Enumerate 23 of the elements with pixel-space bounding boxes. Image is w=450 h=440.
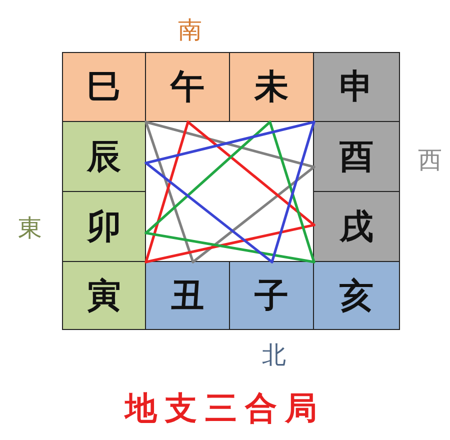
grid-cell: 酉: [313, 121, 400, 192]
grid-cell: 戌: [313, 191, 400, 262]
grid-cell: 丑: [145, 261, 230, 330]
direction-label: 南: [178, 18, 202, 42]
grid-cell: 亥: [313, 261, 400, 330]
direction-label: 北: [262, 343, 286, 367]
connector-line: [144, 232, 316, 264]
grid-cell: 卯: [62, 191, 146, 262]
grid-cell: 未: [229, 52, 314, 122]
connector-line: [144, 162, 274, 264]
connector-line: [192, 166, 316, 264]
connector-line: [186, 120, 316, 226]
grid-cell: 寅: [62, 261, 146, 330]
direction-label: 西: [418, 148, 442, 172]
grid-cell: 辰: [62, 121, 146, 192]
connector-line: [144, 224, 316, 264]
caption: 地支三合局: [125, 389, 325, 427]
direction-label: 東: [18, 216, 42, 240]
grid-cell: 午: [145, 52, 230, 122]
connector-line: [144, 120, 272, 234]
grid-cell: 巳: [62, 52, 146, 122]
grid-cell: 申: [313, 52, 400, 122]
grid-cell: 子: [229, 261, 314, 330]
